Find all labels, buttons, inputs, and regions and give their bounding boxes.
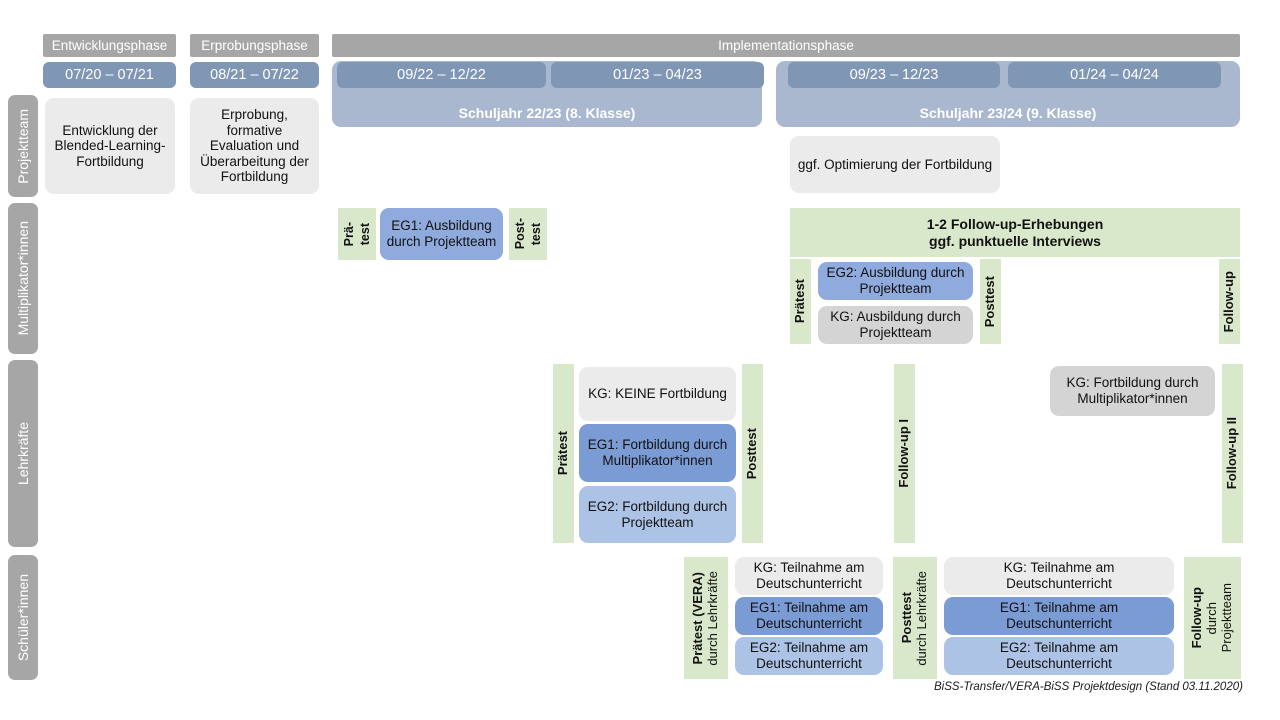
- actor-text: Multiplikator*innen: [14, 221, 31, 336]
- strip-text-line2: test: [528, 222, 543, 246]
- actor-text: Projektteam: [14, 108, 31, 184]
- period-label: 08/21 – 07/22: [210, 66, 299, 83]
- card-text: EG1: Teilnahme am Deutschunterricht: [999, 600, 1119, 631]
- card-eg2-fortbildung-projektteam: EG2: Fortbildung durch Projektteam: [579, 486, 736, 543]
- strip-praetest-vera-schueler: Prätest (VERA) durch Lehrkräfte: [684, 557, 728, 679]
- strip-followup-multiplikator: Follow-up: [1219, 259, 1240, 344]
- period-label: 09/22 – 12/22: [397, 66, 486, 83]
- strip-text-sub: durch Lehrkräfte: [705, 570, 720, 666]
- card-text: KG: Fortbildung durch Multiplikator*inne…: [1066, 375, 1199, 406]
- card-kg-ausbildung-projektteam: KG: Ausbildung durch Projektteam: [818, 306, 973, 344]
- strip-text-main: Posttest: [899, 592, 915, 644]
- card-text: EG1: Fortbildung durch Multiplikator*inn…: [587, 437, 728, 468]
- card-schueler-left-kg: KG: Teilnahme am Deutschunterricht: [735, 557, 883, 595]
- card-text: KG: Teilnahme am Deutschunterricht: [753, 560, 865, 591]
- strip-text: Prätest: [792, 279, 808, 324]
- strip-text-line2: test: [357, 222, 372, 246]
- footnote-source: BiSS-Transfer/VERA-BiSS Projektdesign (S…: [934, 681, 1243, 693]
- strip-text-sub2: Projektteam: [1218, 583, 1234, 653]
- schoolyear-label: Schuljahr 22/23 (8. Klasse): [458, 104, 636, 121]
- banner-followup-erhebungen: 1-2 Follow-up-Erhebungen ggf. punktuelle…: [790, 208, 1240, 257]
- card-text: EG2: Ausbildung durch Projektteam: [826, 265, 965, 296]
- actor-label-schuelerinnen: Schüler*innen: [8, 555, 38, 680]
- phase-header-erprobungsphase: Erprobungsphase: [190, 34, 319, 57]
- card-text: EG2: Teilnahme am Deutschunterricht: [999, 640, 1119, 671]
- period-chip-0720-0721: 07/20 – 07/21: [43, 62, 176, 88]
- strip-text-line1: Prä-: [342, 221, 357, 247]
- strip-text-main: Follow-up: [1189, 587, 1205, 649]
- strip-posttest-multiplikator-2: Posttest: [980, 259, 1001, 344]
- strip-text: Follow-up: [1221, 270, 1237, 333]
- period-label: 01/23 – 04/23: [613, 66, 702, 83]
- phase-label: Erprobungsphase: [201, 37, 308, 53]
- phase-header-implementationsphase: Implementationsphase: [332, 34, 1240, 57]
- card-text: EG1: Ausbildung durch Projektteam: [386, 218, 497, 249]
- actor-label-projektteam: Projektteam: [8, 95, 38, 197]
- period-chip-0123-0423: 01/23 – 04/23: [551, 62, 764, 88]
- actor-label-multiplikatorinnen: Multiplikator*innen: [8, 203, 38, 354]
- banner-line1: 1-2 Follow-up-Erhebungen: [926, 216, 1104, 233]
- period-chip-0922-1222: 09/22 – 12/22: [337, 62, 546, 88]
- card-eg2-ausbildung-projektteam: EG2: Ausbildung durch Projektteam: [818, 262, 973, 300]
- card-schueler-right-kg: KG: Teilnahme am Deutschunterricht: [944, 557, 1174, 595]
- card-text: KG: Ausbildung durch Projektteam: [830, 309, 961, 340]
- card-entwicklung-fortbildung: Entwicklung der Blended-Learning-Fortbil…: [45, 98, 175, 194]
- strip-text: Posttest: [744, 427, 760, 480]
- strip-text-main: Prätest (VERA): [690, 571, 706, 665]
- phase-header-entwicklungsphase: Entwicklungsphase: [43, 34, 176, 57]
- strip-text-sub1: durch: [1204, 601, 1220, 635]
- card-text: KG: KEINE Fortbildung: [588, 386, 727, 402]
- strip-text-sub: durch Lehrkräfte: [914, 570, 929, 666]
- period-label: 07/20 – 07/21: [65, 66, 154, 83]
- strip-text: Prätest: [555, 431, 571, 476]
- strip-followup-schueler: Follow-up durch Projektteam: [1184, 557, 1241, 679]
- card-text: EG2: Teilnahme am Deutschunterricht: [749, 640, 869, 671]
- actor-text: Schüler*innen: [14, 573, 31, 662]
- period-label: 09/23 – 12/23: [849, 66, 939, 83]
- strip-followup-2-lehrkraefte: Follow-up II: [1222, 364, 1243, 543]
- card-kg-keine-fortbildung: KG: KEINE Fortbildung: [579, 367, 736, 421]
- period-chip-0821-0722: 08/21 – 07/22: [190, 62, 319, 88]
- card-schueler-right-eg1: EG1: Teilnahme am Deutschunterricht: [944, 597, 1174, 635]
- card-text: ggf. Optimierung der Fortbildung: [797, 156, 993, 172]
- card-schueler-left-eg1: EG1: Teilnahme am Deutschunterricht: [735, 597, 883, 635]
- strip-posttest-lehrkraefte: Posttest: [742, 364, 763, 543]
- actor-label-lehrkraefte: Lehrkräfte: [8, 360, 38, 547]
- strip-text: Posttest: [982, 275, 998, 328]
- strip-praetest-lehrkraefte: Prätest: [553, 364, 574, 543]
- card-text: KG: Teilnahme am Deutschunterricht: [1003, 560, 1115, 591]
- phase-label: Implementationsphase: [718, 37, 854, 53]
- period-label: 01/24 – 04/24: [1070, 66, 1159, 83]
- strip-followup-1-lehrkraefte: Follow-up I: [894, 364, 915, 543]
- strip-praetest-multiplikator: Prä- test: [338, 208, 376, 260]
- actor-text: Lehrkräfte: [14, 421, 31, 486]
- card-eg1-fortbildung-multiplikatorinnen: EG1: Fortbildung durch Multiplikator*inn…: [579, 424, 736, 482]
- schoolyear-label: Schuljahr 23/24 (9. Klasse): [919, 104, 1097, 121]
- card-schueler-right-eg2: EG2: Teilnahme am Deutschunterricht: [944, 637, 1174, 675]
- period-chip-0923-1223: 09/23 – 12/23: [788, 62, 1000, 88]
- card-schueler-left-eg2: EG2: Teilnahme am Deutschunterricht: [735, 637, 883, 675]
- strip-text-line1: Post-: [513, 218, 528, 250]
- card-text: Erprobung, formative Evaluation und Über…: [200, 107, 309, 185]
- phase-label: Entwicklungsphase: [51, 37, 168, 53]
- card-text: Entwicklung der Blended-Learning-Fortbil…: [54, 122, 166, 169]
- strip-posttest-multiplikator: Post- test: [509, 208, 547, 260]
- period-chip-0124-0424: 01/24 – 04/24: [1008, 62, 1221, 88]
- card-text: EG1: Teilnahme am Deutschunterricht: [749, 600, 869, 631]
- card-text: EG2: Fortbildung durch Projektteam: [587, 498, 728, 530]
- strip-text: Follow-up I: [896, 419, 912, 488]
- banner-line2: ggf. punktuelle Interviews: [929, 232, 1101, 249]
- card-erprobung-evaluation: Erprobung, formative Evaluation und Über…: [190, 98, 319, 194]
- card-optimierung-fortbildung: ggf. Optimierung der Fortbildung: [790, 136, 1000, 193]
- card-kg-fortbildung-multiplikatorinnen: KG: Fortbildung durch Multiplikator*inne…: [1050, 366, 1215, 416]
- strip-posttest-schueler: Posttest durch Lehrkräfte: [893, 557, 937, 679]
- strip-text: Follow-up II: [1224, 417, 1240, 490]
- card-eg1-ausbildung-projektteam: EG1: Ausbildung durch Projektteam: [380, 208, 503, 260]
- strip-praetest-multiplikator-2: Prätest: [790, 259, 811, 344]
